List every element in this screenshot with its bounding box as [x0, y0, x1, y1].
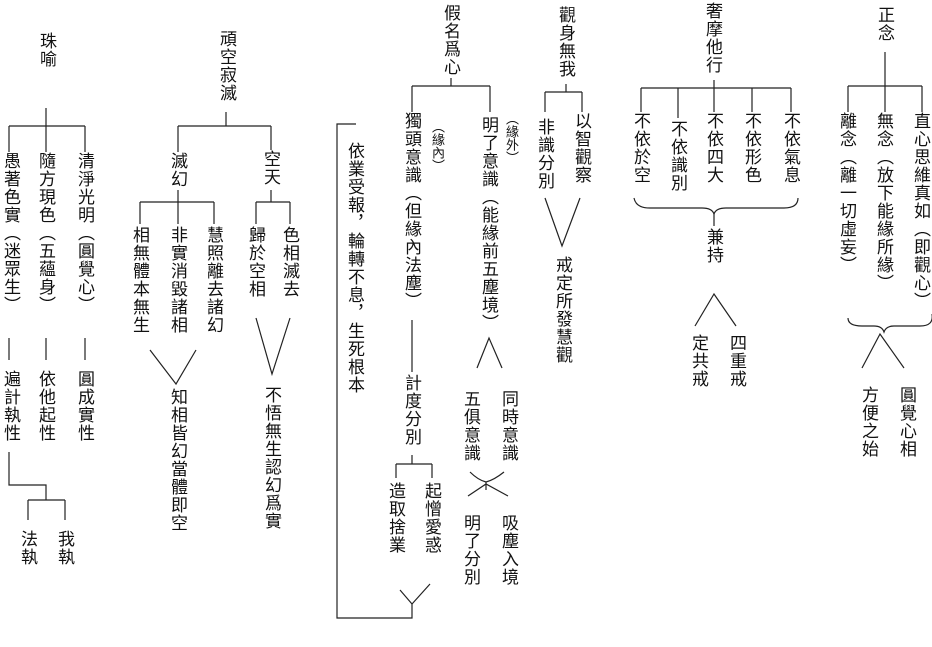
zhengnian-branch-wunian: 無念（放下能緣所緣） — [873, 112, 893, 292]
zhuyu-bottom-lines — [8, 452, 66, 520]
zhengnian-branch-linian: 離念（離一切虛妄） — [836, 112, 856, 274]
zhuyu-tree-lines — [8, 108, 86, 152]
zhuyu-branch-suifang: 隨方現色（五蘊身） — [35, 152, 55, 314]
jiaming-branch-dutou: 獨頭意識（但緣內法塵） — [401, 112, 421, 310]
zhengnian-result-yuanjue: 圓覺心相 — [896, 386, 916, 458]
shemota-tree-lines — [640, 80, 792, 118]
shemota-branch-qixi: 不依氣息 — [780, 112, 800, 184]
jiaming-note-yuannei: （緣內） — [429, 120, 444, 172]
jiaming-bottom-wedge — [399, 583, 431, 605]
zhuyu-branch-qingjing: 清淨光明（圓覺心） — [74, 152, 94, 314]
zhuyu-title: 珠喻 — [36, 32, 56, 68]
wankong-wedge-right — [255, 317, 291, 377]
shemota-branch-yukong: 不依於空 — [630, 112, 650, 184]
wankong-b1-tree — [255, 190, 291, 224]
wankong-xiangwu: 相無體本無生 — [129, 226, 149, 334]
jiaming-mingliao-fenbie: 明了分別 — [460, 514, 480, 586]
guanshen-branch-feishi: 非識分別 — [534, 118, 554, 190]
wankong-tree-lines — [177, 112, 272, 152]
shemota-jianchi: 兼持 — [703, 228, 723, 264]
wankong-guiyu: 歸於空相 — [245, 226, 265, 298]
jiaming-tree-lines — [411, 78, 491, 112]
zhengnian-title: 正念 — [874, 6, 894, 42]
jiaming-s-tree — [467, 471, 509, 497]
shemota-result-sizhong: 四重戒 — [726, 334, 746, 388]
zhuyu-result-bianji: 遍計執性 — [0, 370, 20, 442]
jiaming-title: 假名爲心 — [440, 4, 460, 76]
jiaming-zaoqu: 造取捨業 — [385, 482, 405, 554]
jiaming-note-yuanwai: （緣外） — [503, 112, 518, 164]
zhuyu-wozhi: 我執 — [54, 530, 74, 566]
wankong-feishi: 非實消毀諸相 — [167, 226, 187, 334]
zhuyu-fazhi: 法執 — [17, 530, 37, 566]
jiaming-c1-tree — [395, 455, 433, 478]
wankong-result-zhixiang: 知相皆幻當體即空 — [167, 388, 187, 532]
guanshen-tree-lines — [544, 84, 583, 112]
zhengnian-result-fangbian: 方便之始 — [858, 386, 878, 458]
shemota-brace — [633, 197, 799, 216]
zhuyu-result-yita: 依他起性 — [35, 370, 55, 442]
guanshen-result-huiguan: 戒定所發慧觀 — [552, 256, 572, 364]
zhengnian-brace — [847, 314, 932, 334]
shemota-branch-shibie: 不依識別 — [667, 120, 687, 192]
jiaming-qizeng: 起憎愛惑 — [421, 482, 441, 554]
yiye-text: 依業受報，輪轉不息，生死根本 — [344, 142, 364, 394]
wankong-b2-tree — [139, 190, 215, 224]
zhuyu-r-lines — [8, 338, 86, 360]
shemota-branch-xingse: 不依形色 — [741, 112, 761, 184]
wankong-result-buwu: 不悟無生認幻爲實 — [261, 386, 281, 530]
shemota-title: 奢摩他行 — [702, 2, 722, 74]
wankong-branch-miehuan: 滅幻 — [167, 152, 187, 188]
shemota-branch-sida: 不依四大 — [703, 112, 723, 184]
wankong-wedge-left — [149, 349, 197, 386]
shemota-result-dinggong: 定共戒 — [688, 334, 708, 388]
jiaming-xichen: 吸塵入境 — [498, 514, 518, 586]
zhengnian-wedge — [861, 332, 905, 369]
jiaming-wuju: 五俱意識 — [460, 390, 480, 462]
shemota-wedge — [694, 292, 737, 327]
jiaming-jidu: 計度分別 — [401, 374, 421, 446]
jiaming-branch-mingliao: 明了意識（能緣前五塵境） — [478, 116, 498, 332]
guanshen-title: 觀身無我 — [555, 6, 575, 78]
wankong-branch-kongtian: 空天 — [260, 150, 280, 186]
zhengnian-tree-lines — [847, 52, 923, 112]
zhuyu-result-yuancheng: 圓成實性 — [74, 370, 94, 442]
guanshen-branch-zhiguan: 以智觀察 — [571, 112, 591, 184]
yiye-bracket — [336, 123, 413, 619]
jiaming-wedge — [476, 336, 503, 369]
wankong-title: 頑空寂滅 — [216, 30, 236, 102]
wankong-huizhao: 慧照離去諸幻 — [203, 226, 223, 334]
jiaming-tongshi: 同時意識 — [498, 390, 518, 462]
guanshen-wedge — [544, 197, 581, 248]
zhuyu-branch-yuzhuo: 愚著色實（迷眾生） — [0, 152, 20, 314]
wankong-sexiang: 色相滅去 — [279, 226, 299, 298]
zhengnian-branch-zhixin: 直心思維真如（即觀心） — [910, 112, 930, 310]
